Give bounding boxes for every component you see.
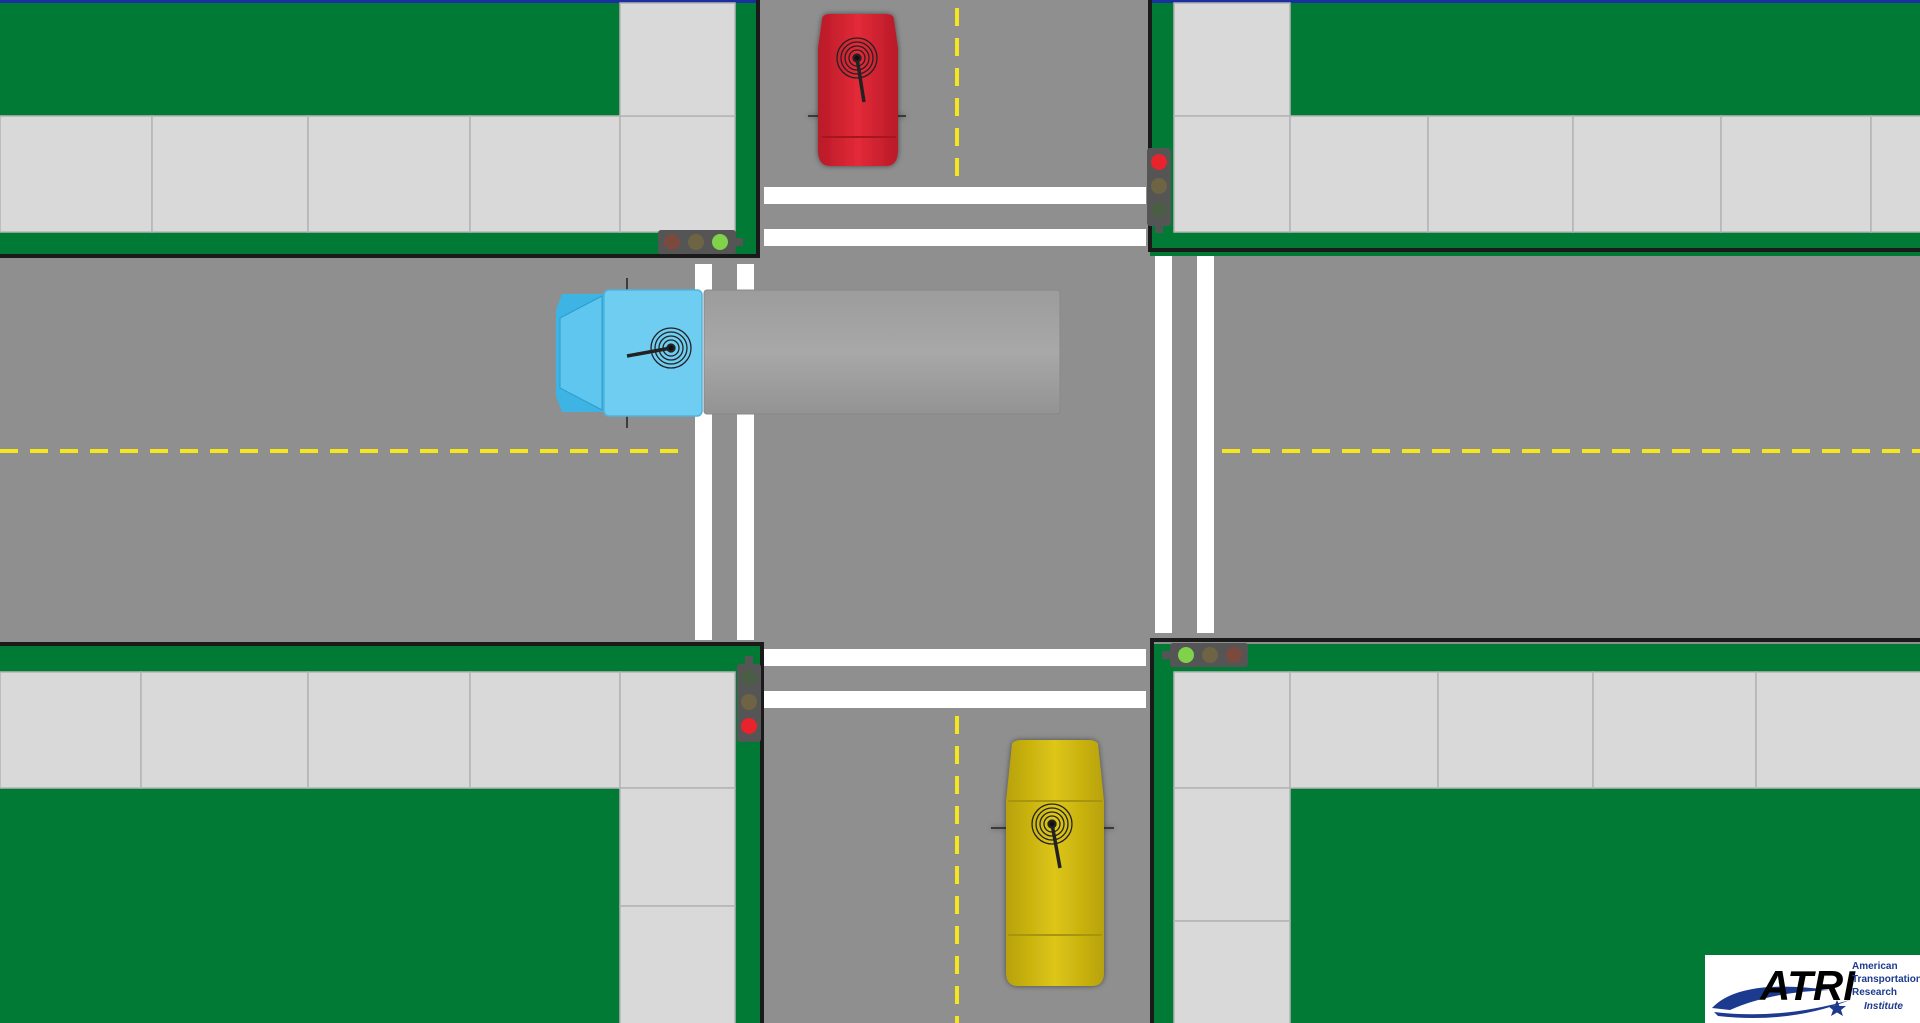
light-red (741, 718, 757, 734)
light-green (1178, 647, 1194, 663)
light-green (741, 670, 757, 686)
traffic-light-northeast (1147, 148, 1171, 233)
star-icon (1828, 1000, 1846, 1016)
sidewalk-southeast (1173, 671, 1920, 1023)
light-yellow (741, 694, 757, 710)
red-car (808, 14, 906, 166)
crosswalk-east-stripe-2 (1197, 256, 1214, 633)
light-green (712, 234, 728, 250)
sidewalk-northwest (0, 2, 736, 233)
crosswalks (695, 187, 1214, 708)
traffic-light-southeast (1162, 643, 1248, 667)
light-green (1151, 202, 1167, 218)
atri-logo: ATRI American Transportation Research In… (1705, 955, 1920, 1023)
wireless-transmitter-icon (1031, 803, 1073, 869)
center-lines (0, 8, 1920, 1023)
light-yellow (1151, 178, 1167, 194)
logo-line-4: Institute (1864, 1001, 1903, 1012)
light-red (1151, 154, 1167, 170)
logo-line-3: Research (1852, 987, 1897, 998)
truck-trailer (703, 289, 1061, 415)
light-red (1226, 647, 1242, 663)
logo-line-2: Transportation (1852, 974, 1920, 985)
crosswalk-north-stripe-1 (764, 187, 1146, 204)
sidewalk-southwest (0, 671, 736, 1023)
blue-truck (556, 278, 1061, 428)
light-red (664, 234, 680, 250)
logo-line-1: American (1852, 961, 1898, 972)
crosswalk-east-stripe-1 (1155, 256, 1172, 633)
light-yellow (1202, 647, 1218, 663)
wireless-transmitter-icon (836, 37, 878, 103)
traffic-light-northwest (658, 230, 743, 254)
crosswalk-north-stripe-2 (764, 229, 1146, 246)
logo-acronym: ATRI (1759, 962, 1856, 1009)
wireless-transmitter-icon (626, 327, 692, 369)
light-yellow (688, 234, 704, 250)
crosswalk-south-stripe-2 (764, 691, 1146, 708)
crosswalk-south-stripe-1 (764, 649, 1146, 666)
yellow-car (991, 740, 1114, 986)
sidewalk-northeast (1173, 2, 1920, 233)
traffic-light-southwest (737, 656, 761, 742)
